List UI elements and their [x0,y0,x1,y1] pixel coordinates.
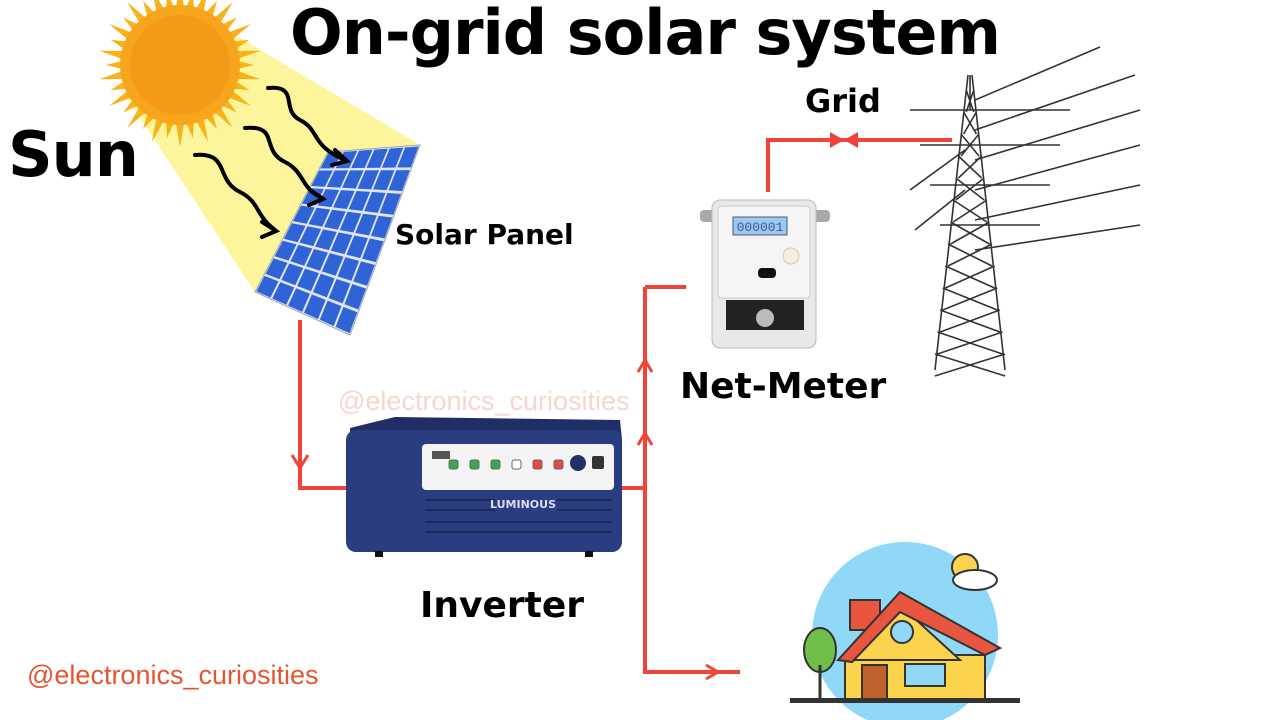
transmission-tower-icon [909,46,1141,377]
indicator-led [511,459,522,470]
grid-label: Grid [805,82,881,120]
net-meter-label: Net-Meter [680,366,887,407]
solar-panel-label: Solar Panel [395,218,574,251]
solar-panel-icon [254,144,421,336]
sun-ray-arrows [193,85,352,239]
inverter-brand: LUMINOUS [490,498,556,511]
house-icon [790,542,1020,720]
indicator-led [469,459,480,470]
wire-arrows [290,357,721,681]
indicator-led [490,459,501,470]
net-meter-icon: 000001 [700,199,830,349]
wiring [298,138,952,674]
inverter-label: Inverter [420,585,585,626]
indicator-led [553,459,564,470]
sun-label: Sun [8,118,139,191]
watermark-credit: @electronics_curiosities [27,660,319,690]
page-title: On-grid solar system [290,0,1001,69]
sun-icon [99,0,261,147]
inverter-icon: LUMINOUS [346,417,622,557]
indicator-led [532,459,543,470]
watermark: @electronics_curiosities [338,386,630,416]
grid-breaker-icon [830,132,858,148]
indicator-led [448,459,459,470]
meter-display: 000001 [737,220,784,235]
